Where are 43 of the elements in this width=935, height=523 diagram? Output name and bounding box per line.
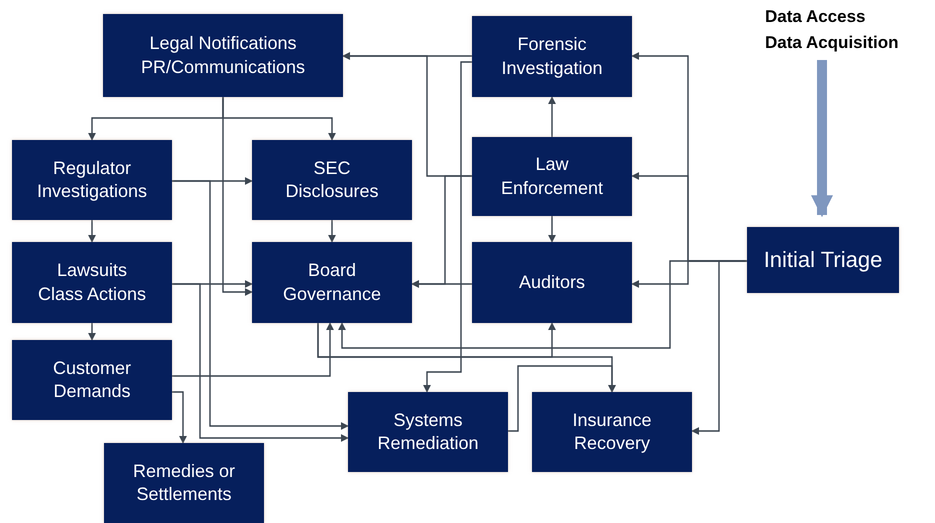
box-label: Board Governance <box>282 259 382 306</box>
arrow <box>88 220 96 243</box>
box-label: Remedies or Settlements <box>132 460 236 506</box>
process-box <box>532 392 692 472</box>
box-label: Initial Triage <box>764 246 882 274</box>
arrow <box>172 322 334 377</box>
heading-text: Data Acquisition <box>765 32 900 54</box>
box-label: Auditors <box>518 270 586 294</box>
process-box <box>104 443 264 523</box>
process-box <box>252 140 412 220</box>
process-box <box>747 227 899 293</box>
process-box <box>12 340 172 420</box>
box-label: Regulator Investigations <box>36 156 148 203</box>
process-box <box>103 14 343 97</box>
process-box <box>12 242 172 323</box>
process-box <box>472 16 632 97</box>
arrow <box>548 96 556 137</box>
box-label: Lawsuits Class Actions <box>36 259 148 306</box>
arrow <box>811 60 833 218</box>
arrow <box>172 180 349 430</box>
process-box <box>472 242 632 323</box>
arrow <box>172 391 187 444</box>
arrow <box>411 280 472 288</box>
box-label: SEC Disclosures <box>284 156 380 203</box>
heading-text: Data Access <box>765 6 866 28</box>
arrow <box>508 365 616 432</box>
process-box <box>348 392 508 472</box>
process-box <box>472 137 632 216</box>
process-box <box>12 140 172 220</box>
box-label: Customer Demands <box>52 356 132 403</box>
box-label: Law Enforcement <box>500 153 604 200</box>
arrow <box>548 216 556 243</box>
box-label: Systems Remediation <box>376 408 480 455</box>
box-label: Insurance Recovery <box>571 408 653 455</box>
arrow <box>172 283 349 442</box>
arrow <box>691 260 747 435</box>
arrow <box>423 61 472 393</box>
process-box <box>252 242 412 323</box>
box-label: Forensic Investigation <box>500 33 604 80</box>
box-label: Legal Notifications PR/Communications <box>140 32 306 78</box>
arrow <box>222 97 253 296</box>
arrow <box>88 323 96 341</box>
arrow <box>328 220 336 243</box>
